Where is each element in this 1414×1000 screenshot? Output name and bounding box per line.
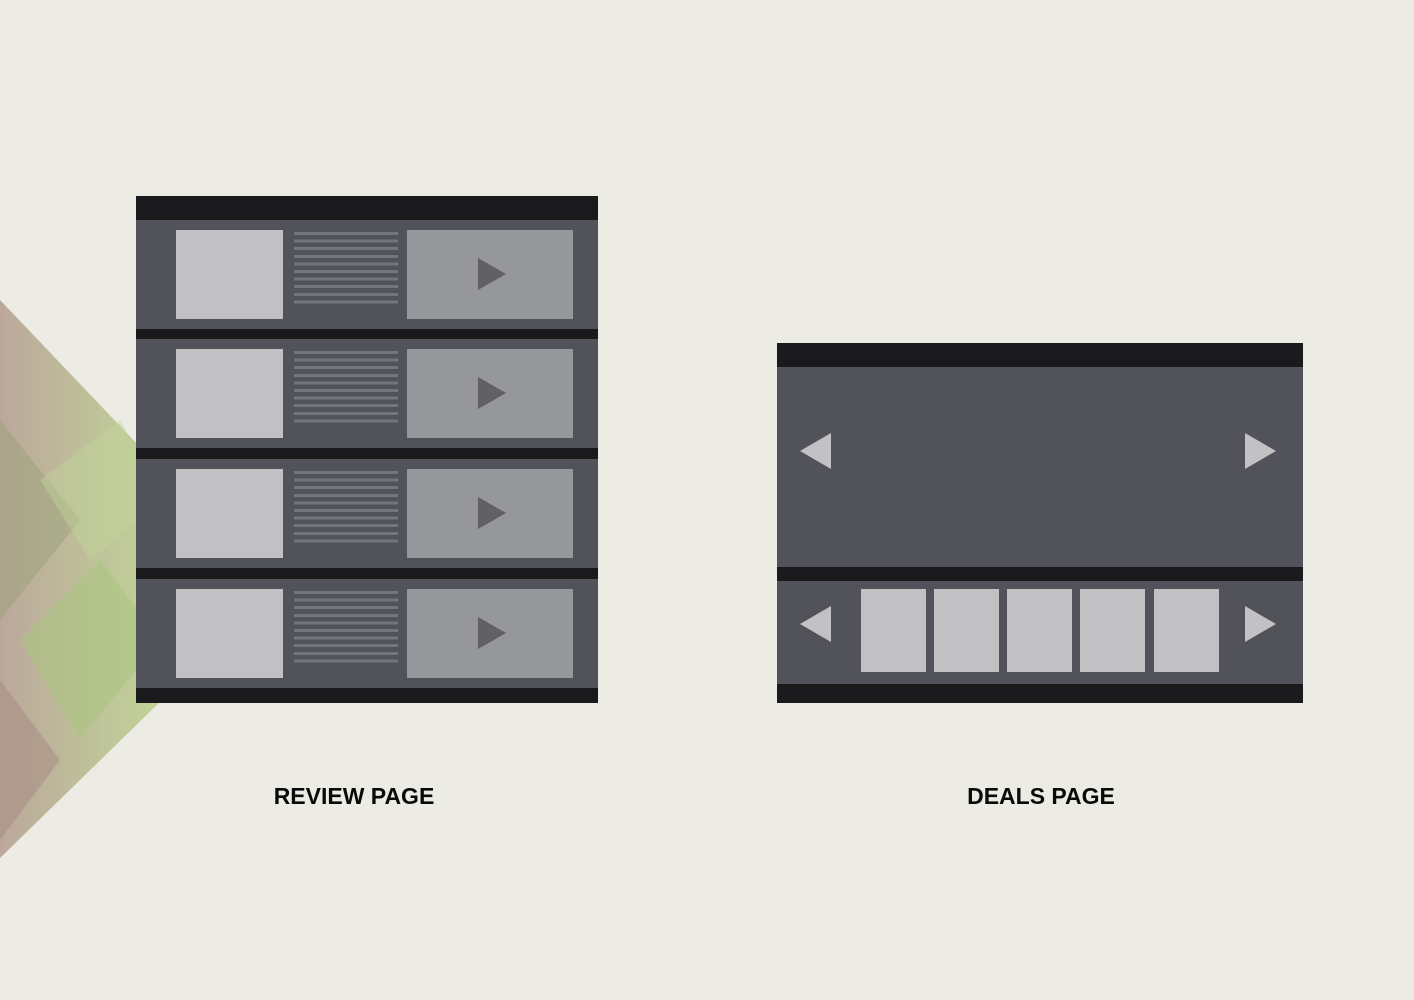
- product-tile[interactable]: [861, 589, 926, 672]
- review-row: [136, 579, 598, 688]
- text-lines-placeholder: [294, 591, 398, 667]
- product-tile[interactable]: [1007, 589, 1072, 672]
- product-tile[interactable]: [934, 589, 999, 672]
- review-page-wireframe: [136, 196, 598, 703]
- play-icon[interactable]: [478, 617, 506, 649]
- review-row: [136, 459, 598, 568]
- product-tile[interactable]: [1154, 589, 1219, 672]
- image-placeholder: [176, 349, 283, 438]
- image-placeholder: [176, 589, 283, 678]
- product-tile[interactable]: [1080, 589, 1145, 672]
- play-icon[interactable]: [478, 497, 506, 529]
- text-lines-placeholder: [294, 351, 398, 427]
- review-page-caption: REVIEW PAGE: [273, 783, 435, 809]
- image-placeholder: [176, 469, 283, 558]
- play-icon[interactable]: [478, 377, 506, 409]
- image-placeholder: [176, 230, 283, 319]
- product-carousel: [777, 581, 1303, 684]
- review-row: [136, 220, 598, 329]
- arrow-left-icon[interactable]: [800, 606, 831, 642]
- arrow-right-icon[interactable]: [1245, 433, 1276, 469]
- deals-page-wireframe: [777, 343, 1303, 703]
- text-lines-placeholder: [294, 232, 398, 308]
- hero-carousel: [777, 367, 1303, 567]
- arrow-right-icon[interactable]: [1245, 606, 1276, 642]
- text-lines-placeholder: [294, 471, 398, 547]
- review-row: [136, 339, 598, 448]
- arrow-left-icon[interactable]: [800, 433, 831, 469]
- play-icon[interactable]: [478, 258, 506, 290]
- deals-page-caption: DEALS PAGE: [967, 783, 1115, 809]
